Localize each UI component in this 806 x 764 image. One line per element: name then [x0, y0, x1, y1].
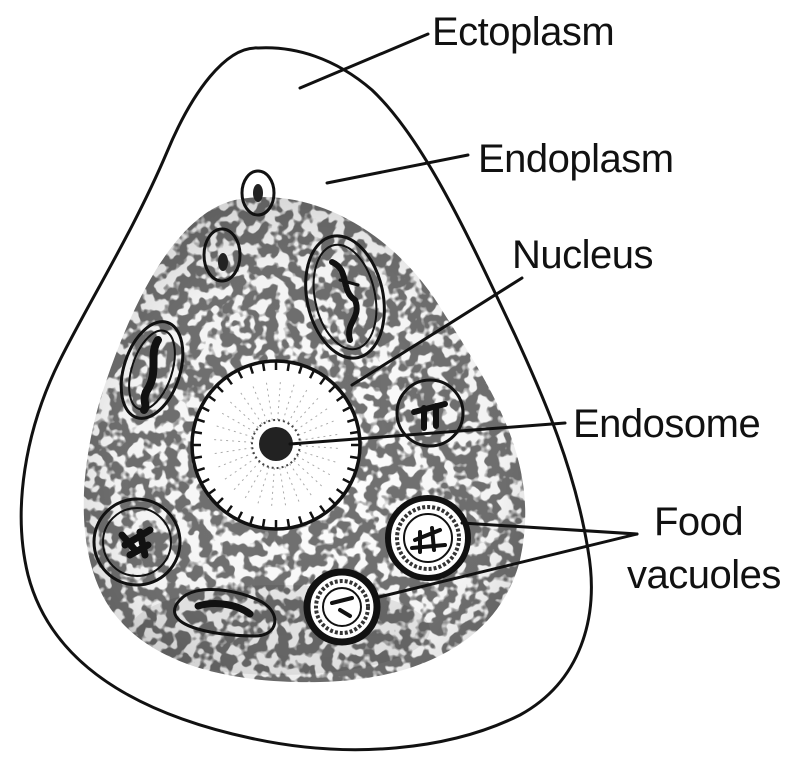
food-vacuole-lower-right: [388, 498, 468, 578]
label-endosome: Endosome: [573, 402, 760, 446]
nuclear-membrane-tick: [193, 432, 202, 433]
nuclear-membrane-tick: [350, 457, 359, 458]
nuclear-membrane-tick: [263, 519, 264, 528]
label-ectoplasm: Ectoplasm: [432, 10, 614, 54]
nucleus: [192, 361, 360, 529]
nuclear-membrane-tick: [193, 457, 202, 458]
label-food-vacuoles-line2: vacuoles: [627, 553, 781, 597]
nuclear-membrane-tick: [288, 362, 289, 371]
label-food-vacuoles-line1: Food: [654, 500, 743, 544]
food-vacuole-bottom: [307, 572, 377, 642]
leader-ectoplasm: [300, 34, 428, 88]
nuclear-membrane-tick: [350, 432, 359, 433]
leader-endoplasm: [327, 155, 468, 183]
label-nucleus: Nucleus: [512, 233, 653, 277]
label-endoplasm: Endoplasm: [478, 137, 674, 181]
nuclear-membrane-tick: [263, 362, 264, 371]
nuclear-membrane-tick: [288, 519, 289, 528]
